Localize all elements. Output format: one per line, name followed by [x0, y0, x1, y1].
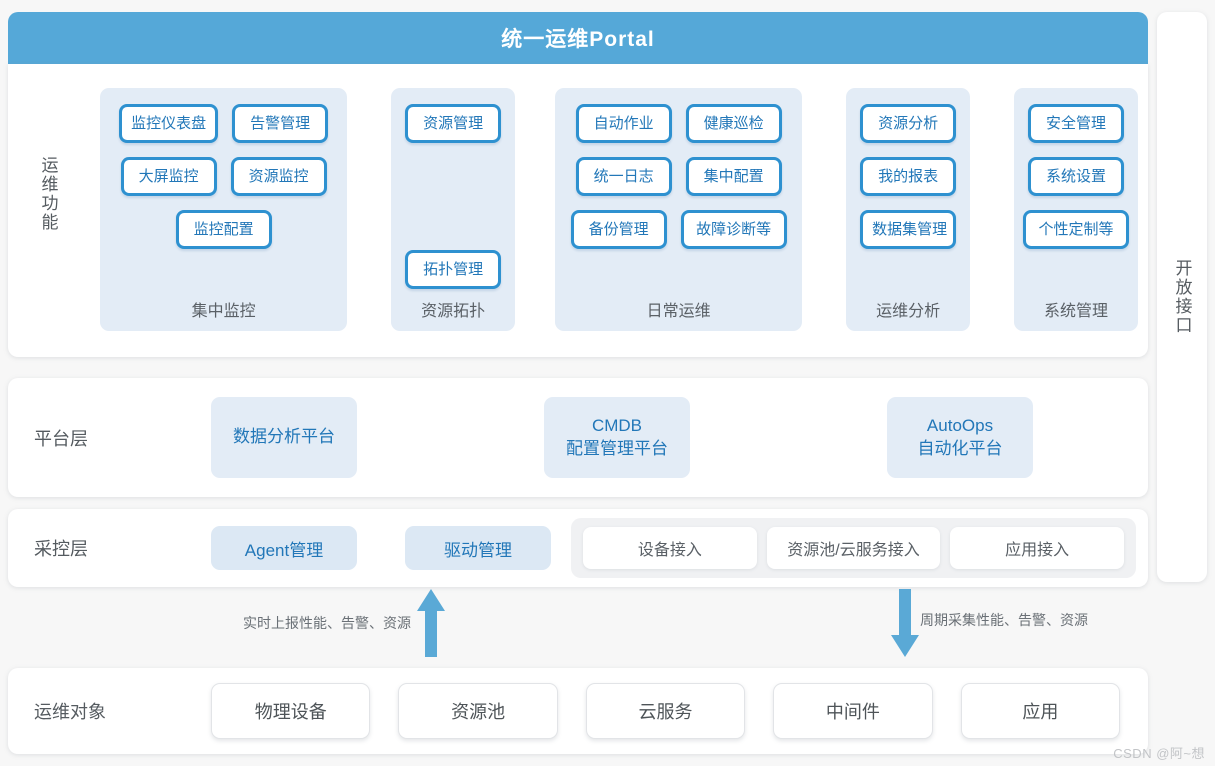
- open-interface-label: 开放接口: [1172, 259, 1192, 335]
- collection-box-driver-management[interactable]: 驱动管理: [405, 526, 551, 570]
- function-button-health-inspection[interactable]: 健康巡检: [685, 104, 782, 143]
- access-box-application[interactable]: 应用接入: [950, 527, 1125, 569]
- spacer: [405, 157, 501, 236]
- function-button-centralized-config[interactable]: 集中配置: [685, 157, 782, 196]
- ops-objects-row: 物理设备 资源池 云服务 中间件 应用: [211, 683, 1121, 739]
- function-row: 安全管理: [1028, 104, 1125, 143]
- platform-box-line1: AutoOps: [926, 415, 994, 435]
- access-box-resource-pool-cloud[interactable]: 资源池/云服务接入: [766, 527, 941, 569]
- function-group-rows: 资源分析 我的报表 数据集管理: [860, 104, 957, 289]
- function-group-system-management: 安全管理 系统设置 个性定制等 系统管理: [1014, 88, 1139, 331]
- platform-box-data-analysis[interactable]: 数据分析平台: [211, 397, 357, 478]
- open-interface-panel: 开放接口: [1157, 12, 1207, 582]
- function-row: 监控配置: [114, 210, 333, 249]
- access-box-device[interactable]: 设备接入: [583, 527, 757, 569]
- function-button-unified-log[interactable]: 统一日志: [575, 157, 672, 196]
- object-box-middleware[interactable]: 中间件: [773, 683, 933, 739]
- function-row: 我的报表: [860, 157, 957, 196]
- portal-header-bar: 统一运维Portal: [8, 12, 1148, 64]
- platform-box-line1: 数据分析平台: [233, 427, 335, 447]
- arrow-down-note: 周期采集性能、告警、资源: [920, 612, 1088, 628]
- collection-box-agent-management[interactable]: Agent管理: [211, 526, 357, 570]
- platform-layer-section: 平台层 数据分析平台 CMDB 配置管理平台 AutoOps 自动化平台: [8, 378, 1148, 497]
- function-button-bigscreen-monitoring[interactable]: 大屏监控: [120, 157, 217, 196]
- platform-box-autoops[interactable]: AutoOps 自动化平台: [887, 397, 1033, 478]
- function-row: 资源分析: [860, 104, 957, 143]
- object-box-physical-device[interactable]: 物理设备: [211, 683, 371, 739]
- arrow-up-icon: [417, 589, 445, 657]
- function-group-name: 系统管理: [1044, 303, 1109, 320]
- function-button-alarm-management[interactable]: 告警管理: [232, 104, 329, 143]
- function-group-ops-analysis: 资源分析 我的报表 数据集管理 运维分析: [846, 88, 971, 331]
- function-groups-container: 监控仪表盘 告警管理 大屏监控 资源监控 监控配置 集中监控: [100, 88, 1139, 337]
- function-button-monitor-dashboard[interactable]: 监控仪表盘: [119, 104, 219, 143]
- function-button-topology-management[interactable]: 拓扑管理: [405, 250, 502, 289]
- function-group-name: 集中监控: [191, 303, 256, 320]
- collection-layer-label: 采控层: [34, 539, 88, 559]
- function-button-backup-management[interactable]: 备份管理: [570, 210, 667, 249]
- function-row: 个性定制等: [1023, 210, 1130, 249]
- portal-title: 统一运维Portal: [501, 28, 655, 51]
- function-button-security-management[interactable]: 安全管理: [1028, 104, 1125, 143]
- object-box-resource-pool[interactable]: 资源池: [398, 683, 558, 739]
- object-box-cloud-service[interactable]: 云服务: [585, 683, 746, 739]
- object-box-application[interactable]: 应用: [960, 683, 1121, 739]
- access-group: 设备接入 资源池/云服务接入 应用接入: [571, 518, 1136, 578]
- arrow-down-icon: [891, 589, 919, 657]
- function-row: 数据集管理: [860, 210, 957, 249]
- function-group-name: 运维分析: [876, 303, 941, 320]
- function-group-centralized-monitoring: 监控仪表盘 告警管理 大屏监控 资源监控 监控配置 集中监控: [100, 88, 348, 331]
- function-row: 自动作业 健康巡检: [569, 104, 788, 143]
- function-row: 资源管理: [405, 104, 502, 143]
- ops-objects-label: 运维对象: [34, 702, 106, 722]
- function-button-dataset-management[interactable]: 数据集管理: [860, 210, 957, 249]
- ops-functions-side-label: 运维功能: [38, 155, 58, 232]
- collection-layer-section: 采控层 Agent管理 驱动管理 设备接入 资源池/云服务接入 应用接入: [8, 509, 1148, 587]
- function-row: 拓扑管理: [405, 250, 502, 289]
- function-button-system-settings[interactable]: 系统设置: [1028, 157, 1125, 196]
- function-group-resource-topology: 资源管理 拓扑管理 资源拓扑: [391, 88, 516, 331]
- function-button-resource-management[interactable]: 资源管理: [405, 104, 502, 143]
- ops-objects-section: 运维对象 物理设备 资源池 云服务 中间件 应用: [8, 668, 1148, 754]
- platform-box-cmdb[interactable]: CMDB 配置管理平台: [544, 397, 690, 478]
- spacer: [114, 263, 333, 289]
- platform-layer-label: 平台层: [34, 428, 88, 449]
- function-group-rows: 安全管理 系统设置 个性定制等: [1023, 104, 1130, 289]
- function-group-name: 日常运维: [646, 303, 711, 320]
- platform-box-line2: 配置管理平台: [566, 438, 668, 458]
- function-group-name: 资源拓扑: [421, 303, 486, 320]
- function-button-resource-analysis[interactable]: 资源分析: [860, 104, 957, 143]
- function-button-fault-diagnosis[interactable]: 故障诊断等: [680, 210, 787, 249]
- function-row: 监控仪表盘 告警管理: [114, 104, 333, 143]
- function-button-resource-monitoring[interactable]: 资源监控: [230, 157, 327, 196]
- function-button-personalization[interactable]: 个性定制等: [1023, 210, 1130, 249]
- platform-box-line1: CMDB: [591, 415, 643, 435]
- arrow-up-note: 实时上报性能、告警、资源: [243, 615, 411, 631]
- function-group-daily-ops: 自动作业 健康巡检 统一日志 集中配置 备份管理 故障诊断等 日常运维: [555, 88, 803, 331]
- ops-functions-section: 运维功能 监控仪表盘 告警管理 大屏监控 资源监控 监控配置: [8, 64, 1148, 357]
- function-row: 系统设置: [1028, 157, 1125, 196]
- platform-box-line2: 自动化平台: [917, 438, 1003, 458]
- function-button-monitor-config[interactable]: 监控配置: [175, 210, 272, 249]
- function-group-rows: 自动作业 健康巡检 统一日志 集中配置 备份管理 故障诊断等: [569, 104, 788, 289]
- watermark: CSDN @阿~想: [1113, 746, 1205, 761]
- function-row: 大屏监控 资源监控: [114, 157, 333, 196]
- function-button-my-reports[interactable]: 我的报表: [860, 157, 957, 196]
- function-group-rows: 资源管理 拓扑管理: [405, 104, 502, 289]
- function-row: 统一日志 集中配置: [569, 157, 788, 196]
- function-button-auto-job[interactable]: 自动作业: [575, 104, 672, 143]
- function-row: 备份管理 故障诊断等: [569, 210, 788, 249]
- function-group-rows: 监控仪表盘 告警管理 大屏监控 资源监控 监控配置: [114, 104, 333, 289]
